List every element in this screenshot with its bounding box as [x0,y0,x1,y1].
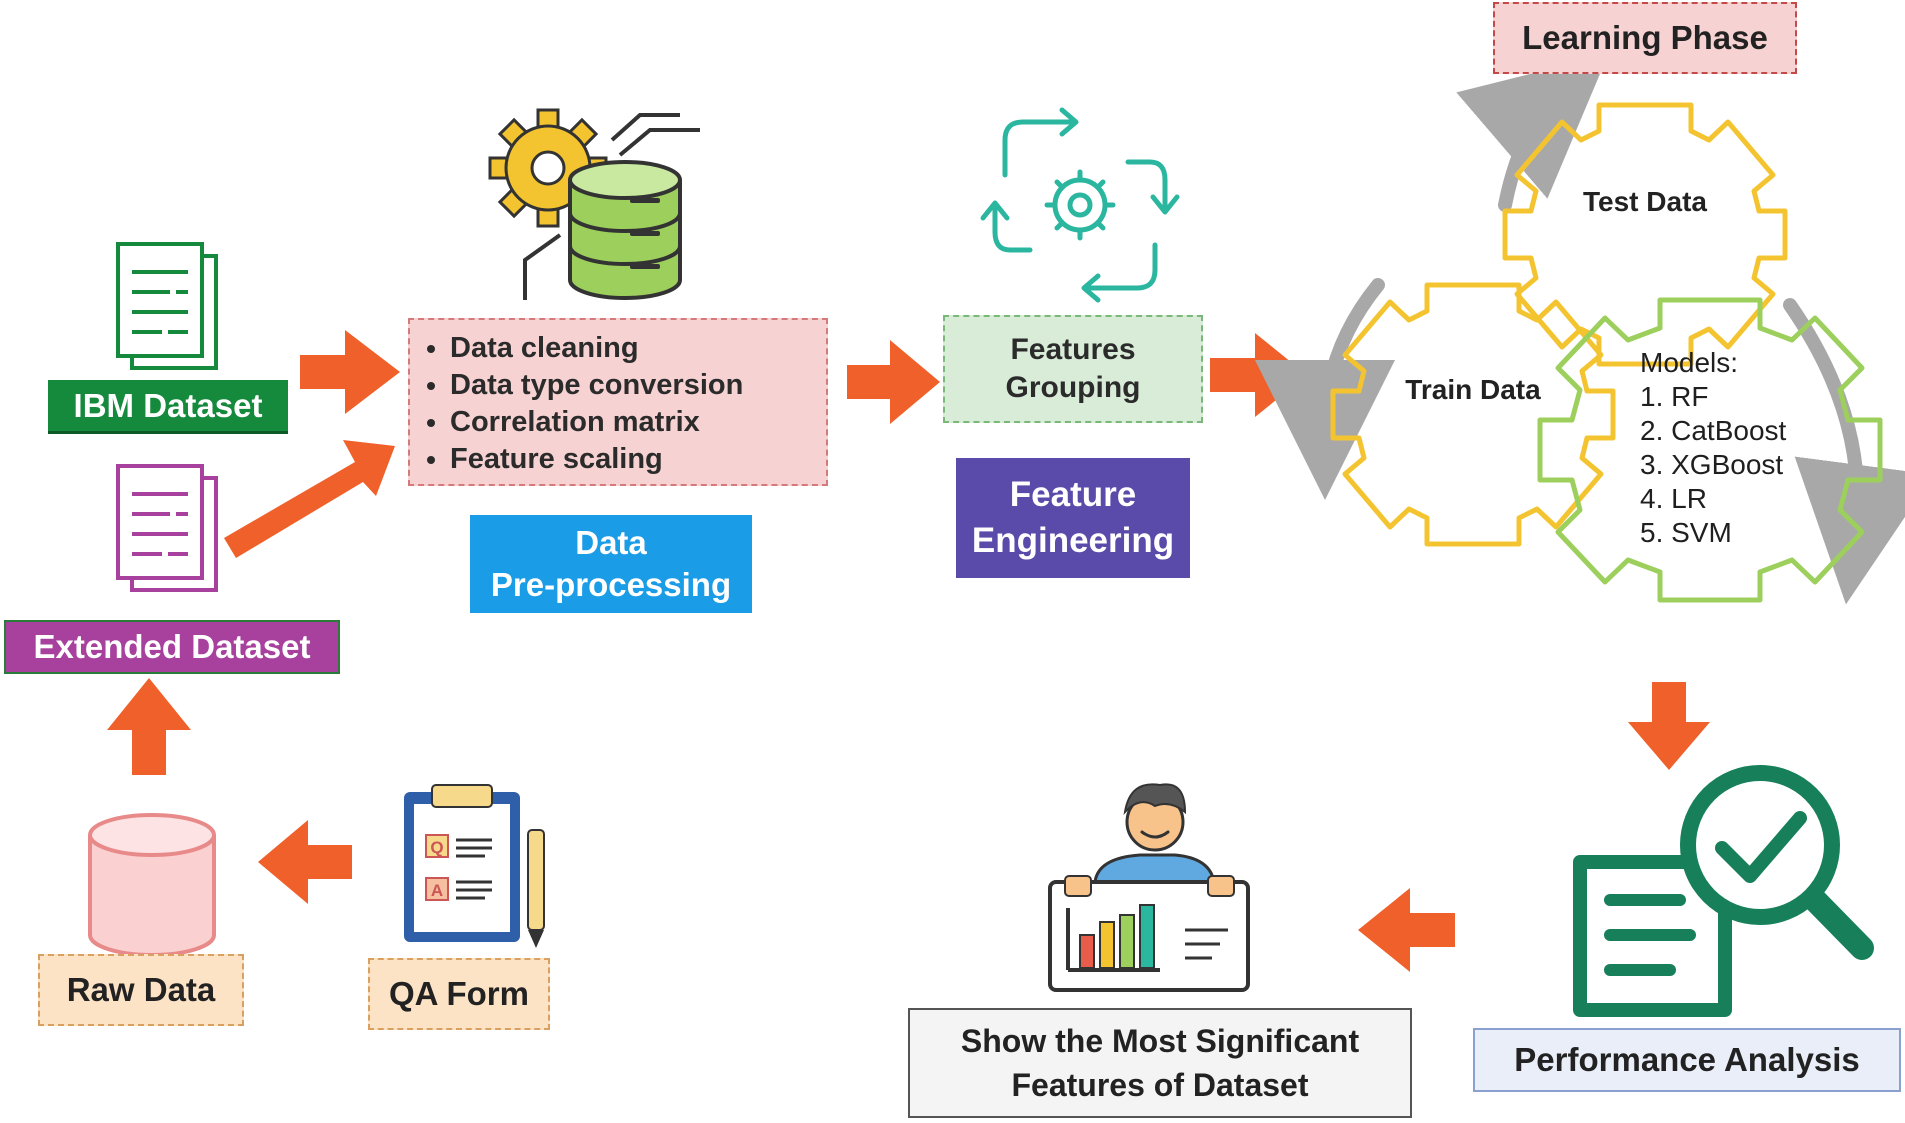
performance-analysis-icon [1573,765,1874,1017]
person-chart-icon [1048,783,1250,992]
raw-data-text: Raw Data [66,971,216,1008]
learning-phase-text: Learning Phase [1522,19,1768,56]
qa-form-text: QA Form [389,975,529,1012]
preprocessing-step: Feature scaling [450,441,826,478]
ibm-dataset-text: IBM Dataset [73,386,263,424]
arrow-ibm-to-preprocessing [300,330,400,414]
feature-engineering-line1: Feature [1009,475,1137,514]
preprocessing-title-line2: Pre-processing [490,566,732,603]
arrow-grouping-to-learning [1210,333,1307,417]
significant-features-box: Show the Most Significant Features of Da… [908,1008,1412,1118]
train-data-label: Train Data [1383,368,1563,412]
arrow-preprocessing-to-grouping [847,340,940,424]
test-data-text: Test Data [1583,186,1707,217]
ibm-document-icon [116,242,218,370]
feature-cycle-icon [980,107,1180,303]
model-item: 4. LR [1640,483,1707,514]
preprocessing-step: Data cleaning [450,330,826,367]
preprocessing-title-line1: Data [575,524,647,561]
learning-phase-label: Learning Phase [1493,2,1797,74]
qa-form-label: QA Form [368,958,550,1030]
ibm-dataset-label: IBM Dataset [48,380,288,434]
gear-database-icon [488,108,700,300]
model-item: 5. SVM [1640,517,1732,548]
clipboard-icon: Q A [404,784,545,948]
extended-dataset-text: Extended Dataset [33,628,311,665]
features-grouping-line1: Features [1010,333,1136,366]
features-grouping-box: Features Grouping [943,315,1203,423]
significant-features-line2: Features of Dataset [1011,1067,1309,1103]
model-item: 3. XGBoost [1640,449,1784,480]
train-data-gear [1330,282,1616,547]
preprocessing-step: Data type conversion [450,367,826,404]
train-data-text: Train Data [1405,374,1541,405]
models-title: Models: [1640,347,1739,378]
extended-document-icon [116,464,218,592]
question-letter: Q [430,838,443,857]
preprocessing-title: Data Pre-processing [470,515,752,613]
features-grouping-line2: Grouping [1005,371,1141,404]
arrow-performance-to-significant [1358,888,1455,972]
feature-engineering-title: Feature Engineering [956,458,1190,578]
significant-features-line1: Show the Most Significant [960,1023,1360,1059]
arrow-extended-to-preprocessing [224,440,395,558]
performance-analysis-label: Performance Analysis [1473,1028,1901,1092]
extended-dataset-label: Extended Dataset [4,620,340,674]
preprocessing-step: Correlation matrix [450,404,826,441]
model-item: 2. CatBoost [1640,415,1787,446]
test-data-gear [1502,102,1788,367]
test-data-label: Test Data [1555,180,1735,224]
arrow-rawdata-to-extended [107,678,191,775]
performance-analysis-text: Performance Analysis [1514,1041,1860,1078]
database-icon [88,813,216,957]
preprocessing-steps-box: Data cleaning Data type conversion Corre… [408,318,828,486]
arrow-qaform-to-rawdata [258,820,352,904]
answer-letter: A [431,881,443,900]
models-list: Models: 1. RF 2. CatBoost 3. XGBoost 4. … [1640,346,1840,556]
models-gear [1537,297,1883,603]
arrow-models-to-performance [1628,682,1710,770]
model-item: 1. RF [1640,381,1709,412]
raw-data-label: Raw Data [38,954,244,1026]
preprocessing-steps-list: Data cleaning Data type conversion Corre… [410,330,826,478]
feature-engineering-line2: Engineering [971,521,1175,560]
